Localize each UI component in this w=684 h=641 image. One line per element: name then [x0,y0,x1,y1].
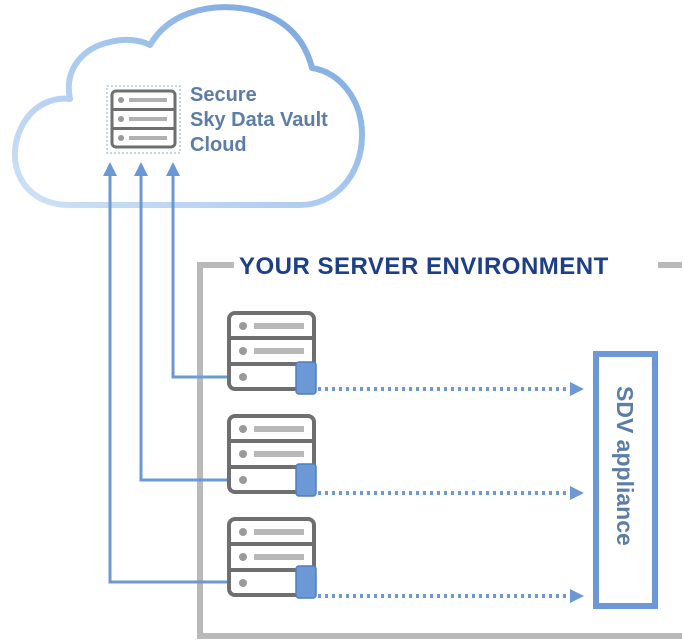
server-environment-frame [197,262,682,639]
cloud-title-line1: Secure [190,84,257,106]
arrow-up-icon [103,162,117,176]
server-icon [227,517,316,597]
cloud-server-icon [106,85,181,154]
server-port-3 [295,565,317,599]
upload-arrowheads [103,162,180,176]
cloud-title-line2: Sky Data Vault [190,109,328,131]
server-icon [227,311,316,391]
sdv-appliance-box [593,351,658,609]
server-port-2 [295,463,317,497]
arrow-up-icon [134,162,148,176]
environment-title: YOUR SERVER ENVIRONMENT [239,253,609,280]
arrow-right-icon [570,589,584,603]
arrow-up-icon [166,162,180,176]
cloud-icon [11,4,365,208]
server-icon [227,414,316,494]
arrow-right-icon [570,382,584,396]
cloud-title-line3: Cloud [190,134,247,156]
appliance-connection-arrows [318,382,584,603]
server-port-1 [295,361,317,395]
sdv-appliance-label: SDV appliance [612,386,638,546]
arrow-right-icon [570,486,584,500]
